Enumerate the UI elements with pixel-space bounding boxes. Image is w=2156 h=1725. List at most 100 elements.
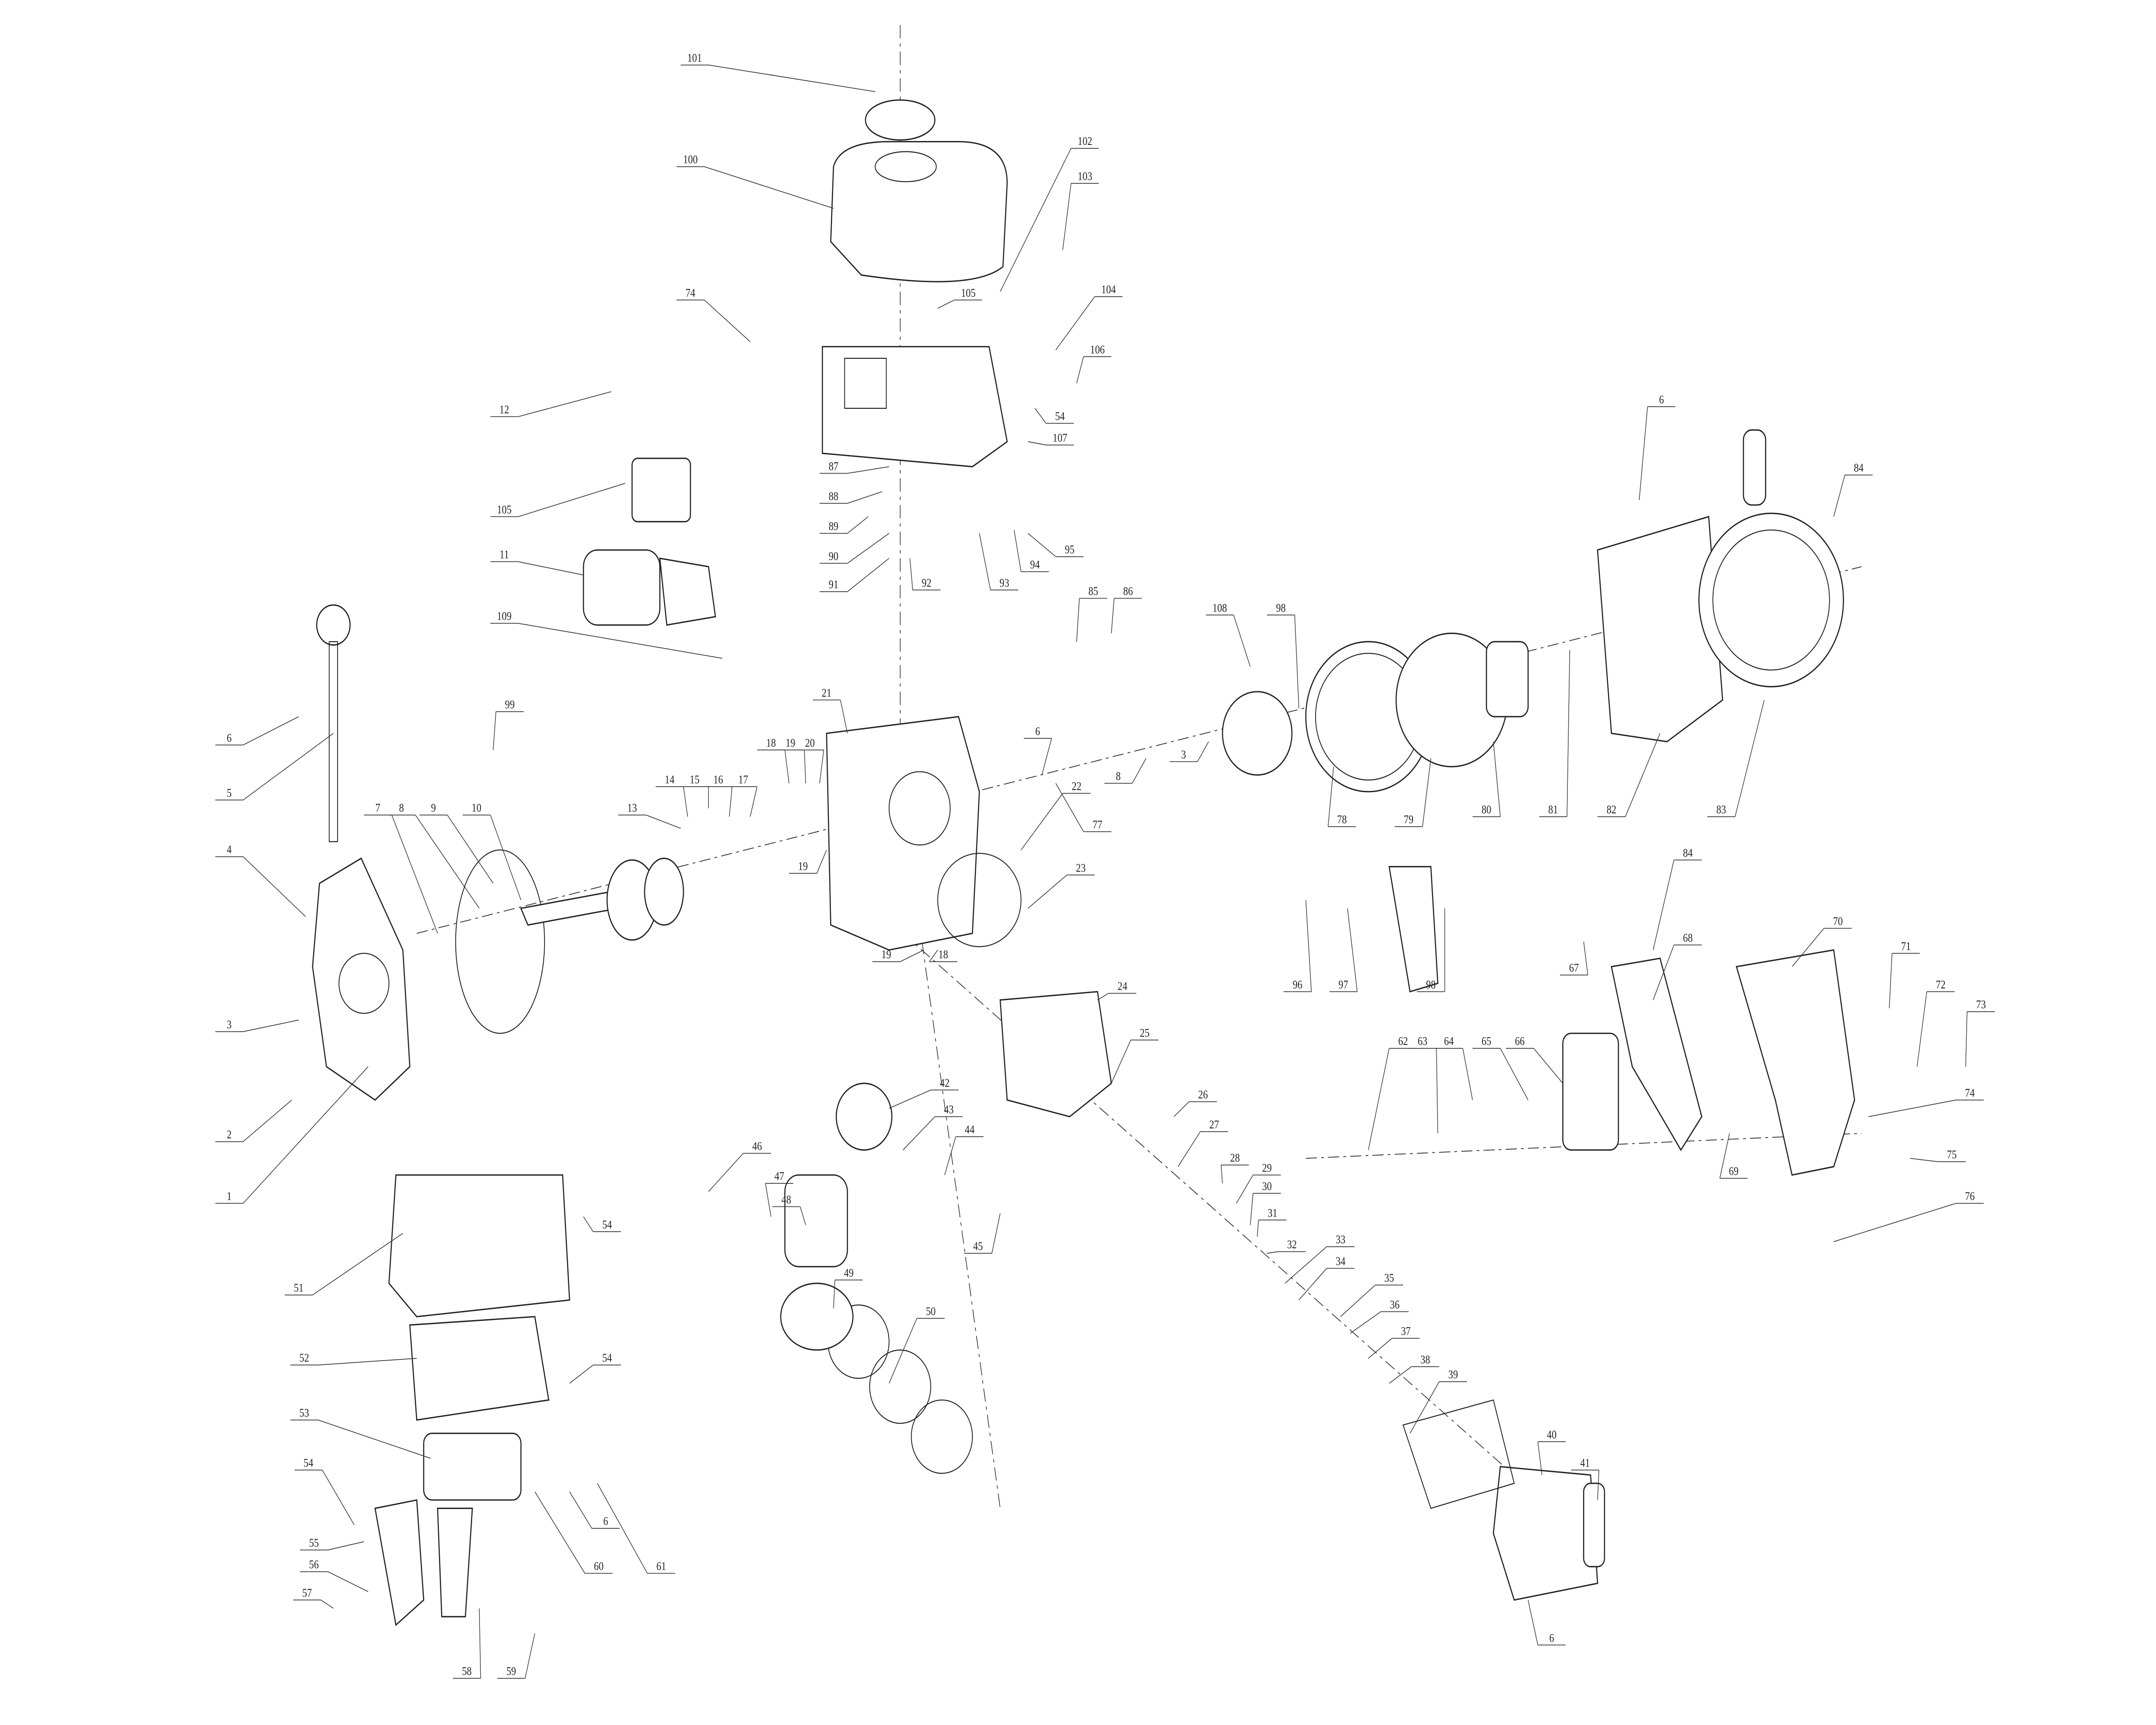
parts <box>312 99 1855 1626</box>
callout: 46 <box>708 1140 771 1192</box>
part-number-label: 14 <box>665 774 675 786</box>
leader-line <box>937 299 955 309</box>
part-number-label: 8 <box>1116 770 1121 783</box>
leader-line <box>391 815 438 934</box>
leader-line <box>816 850 827 874</box>
breather-tube <box>1583 1483 1605 1568</box>
callout: 75 <box>1910 1148 1966 1162</box>
callout: 6 <box>569 1491 620 1529</box>
part-number-label: 6 <box>1035 725 1040 738</box>
part-number-label: 11 <box>500 549 509 561</box>
callout: 41 <box>1571 1457 1599 1500</box>
leader-line <box>729 787 733 817</box>
part-number-label: 46 <box>752 1140 762 1153</box>
callout: 82 <box>1597 733 1661 817</box>
leader-line <box>1298 1268 1327 1301</box>
part-number-label: 94 <box>1030 558 1040 571</box>
leader-line <box>597 1483 648 1574</box>
part-number-label: 56 <box>309 1559 319 1571</box>
callout: 11 <box>490 549 584 576</box>
part-number-label: 96 <box>1293 979 1303 991</box>
callout: 28 <box>1221 1152 1249 1184</box>
part-number-label: 98 <box>1426 979 1436 991</box>
leader-line <box>534 1491 585 1574</box>
callout: 50 <box>889 1305 945 1384</box>
part-number-label: 13 <box>627 802 637 814</box>
callout: 89 <box>819 516 868 534</box>
part-number-label: 29 <box>1262 1162 1272 1174</box>
callout: 109 <box>490 610 723 659</box>
leader-line <box>1267 1251 1279 1254</box>
callout: 6 <box>1528 1600 1566 1646</box>
leader-line <box>1583 941 1589 975</box>
leader-line <box>1833 475 1846 517</box>
leader-line <box>1076 356 1084 384</box>
leader-line <box>1792 928 1824 967</box>
leader-line <box>525 1633 536 1679</box>
callout: 64 <box>1435 1035 1473 1100</box>
leader-line <box>1528 1600 1539 1645</box>
crankcase-cover-bore <box>338 953 390 1014</box>
part-number-label: 8 <box>399 802 404 814</box>
callout: 95 <box>1028 533 1084 557</box>
leader-line <box>847 533 890 564</box>
part-number-label: 47 <box>774 1170 784 1182</box>
leader-line <box>847 516 868 534</box>
part-number-label: 65 <box>1482 1035 1492 1048</box>
part-number-label: 51 <box>294 1282 304 1294</box>
callout-labels: 1011001021031041051067454107121051110987… <box>215 52 1995 1679</box>
part-number-label: 98 <box>1276 602 1286 615</box>
callout: 47 <box>765 1170 793 1217</box>
part-number-label: 12 <box>499 404 509 416</box>
crank-web <box>644 857 684 926</box>
callout: 20 <box>796 737 824 784</box>
part-number-label: 4 <box>227 844 232 856</box>
callout: 98 <box>1417 908 1445 992</box>
leader-line <box>1285 1246 1327 1284</box>
leader-line <box>1028 533 1056 557</box>
leader-line <box>518 623 723 659</box>
leader-line <box>784 750 790 784</box>
muffler-cover <box>409 1316 550 1421</box>
leader-line <box>1055 296 1095 351</box>
part-number-label: 54 <box>602 1218 612 1231</box>
callout: 25 <box>1111 1027 1159 1084</box>
callout: 67 <box>1560 941 1589 975</box>
leader-line <box>900 950 924 962</box>
leader-line <box>318 1358 417 1366</box>
callout: 63 <box>1408 1035 1438 1134</box>
part-number-label: 106 <box>1090 344 1105 356</box>
leader-line <box>1028 875 1067 909</box>
callout: 12 <box>490 391 611 417</box>
callout: 78 <box>1328 766 1356 827</box>
piston-ring <box>911 1399 973 1474</box>
part-number-label: 74 <box>686 287 696 299</box>
part-number-label: 76 <box>1965 1190 1975 1203</box>
leader-line <box>708 1153 744 1192</box>
piston <box>784 1174 848 1267</box>
part-number-label: 75 <box>1947 1148 1957 1161</box>
callout: 100 <box>676 154 834 209</box>
leader-line <box>889 1089 931 1109</box>
part-number-label: 28 <box>1230 1152 1240 1164</box>
callout: 54 <box>569 1352 621 1384</box>
callout: 81 <box>1539 650 1570 817</box>
leader-line <box>833 1280 835 1308</box>
leader-line <box>328 1571 369 1592</box>
part-number-label: 93 <box>1000 577 1009 590</box>
leader-line <box>1436 1048 1438 1134</box>
callout: 59 <box>497 1633 536 1679</box>
leader-line <box>318 1419 431 1459</box>
fuel-tank <box>830 141 1008 282</box>
callout: 91 <box>819 558 890 592</box>
part-number-label: 39 <box>1448 1368 1458 1381</box>
callout: 105 <box>937 287 982 309</box>
part-number-label: 59 <box>506 1665 516 1678</box>
callout: 84 <box>1833 462 1873 517</box>
leader-line <box>569 1491 592 1529</box>
part-number-label: 54 <box>304 1457 313 1469</box>
crankcase-block <box>826 716 980 951</box>
leader-line <box>243 1066 369 1204</box>
callout: 54 <box>583 1216 621 1232</box>
part-number-label: 72 <box>1936 979 1946 991</box>
